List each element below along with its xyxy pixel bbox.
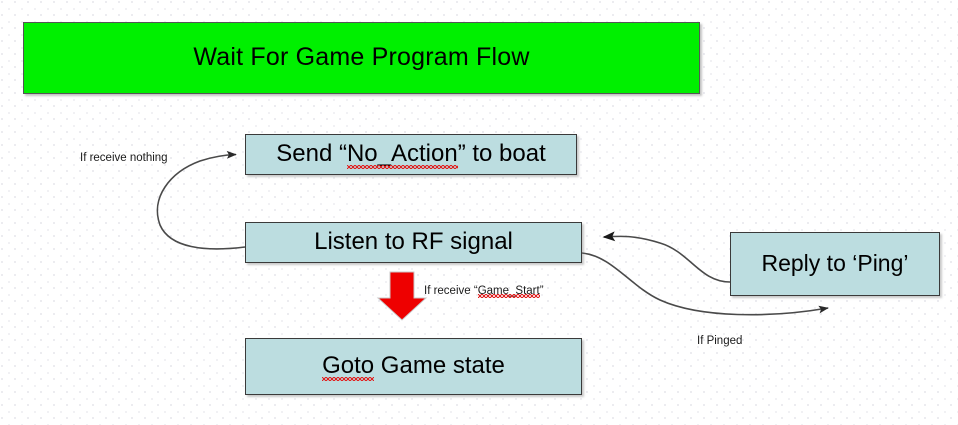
edge-label-if-receive-game-start: If receive “Game_Start” [424,285,544,298]
game-start-prefix: If receive “ [424,285,478,297]
send-box-label: Send “No_Action” to boat [276,140,546,170]
goto-label-misspelled: Goto [322,352,375,382]
edge-label-if-pinged: If Pinged [697,335,743,347]
send-label-suffix: ” to boat [457,140,546,168]
goto-box-label: Goto Game state [322,352,505,382]
node-goto-game-state[interactable]: Goto Game state [245,338,582,395]
send-label-misspelled: No_Action [346,140,458,170]
node-send-no-action[interactable]: Send “No_Action” to boat [245,134,577,175]
edge-reply-back [602,231,731,283]
game-start-suffix: ” [539,285,544,297]
title-text: Wait For Game Program Flow [193,43,530,72]
goto-label-suffix: Game state [374,352,505,380]
listen-box-label: Listen to RF signal [314,228,513,256]
send-label-prefix: Send “ [276,140,347,168]
edge-loop-back [156,150,246,250]
reply-box-label: Reply to ‘Ping’ [761,250,909,277]
node-reply-to-ping[interactable]: Reply to ‘Ping’ [730,232,940,296]
game-start-misspelled: Game_Start [477,285,540,298]
edge-to-game-red-arrow [376,271,428,321]
node-listen-rf-signal[interactable]: Listen to RF signal [245,222,582,263]
node-title-banner: Wait For Game Program Flow [23,22,700,94]
edge-label-if-receive-nothing: If receive nothing [80,152,168,164]
